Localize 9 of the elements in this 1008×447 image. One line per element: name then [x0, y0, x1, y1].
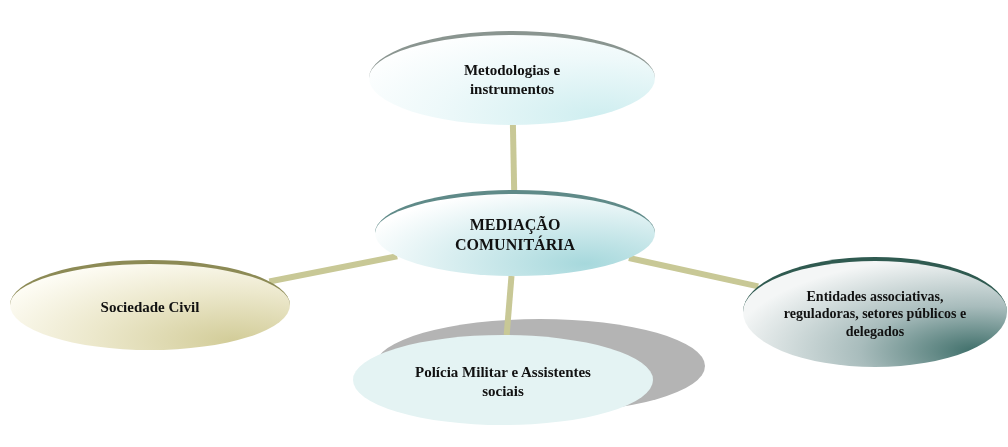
connector-line — [628, 255, 759, 290]
node-label: MEDIAÇÃO COMUNITÁRIA — [454, 215, 576, 255]
node-label: Entidades associativas, reguladoras, setores públicos e delegados — [782, 287, 968, 341]
connector-line — [509, 124, 518, 191]
node-label: Polícia Militar e Assistentes sociais — [414, 363, 592, 401]
node-label: Sociedade Civil — [99, 297, 201, 317]
connector-line — [268, 253, 398, 285]
connector-line — [503, 275, 515, 336]
node-label: Metodologias e instrumentos — [462, 61, 562, 99]
